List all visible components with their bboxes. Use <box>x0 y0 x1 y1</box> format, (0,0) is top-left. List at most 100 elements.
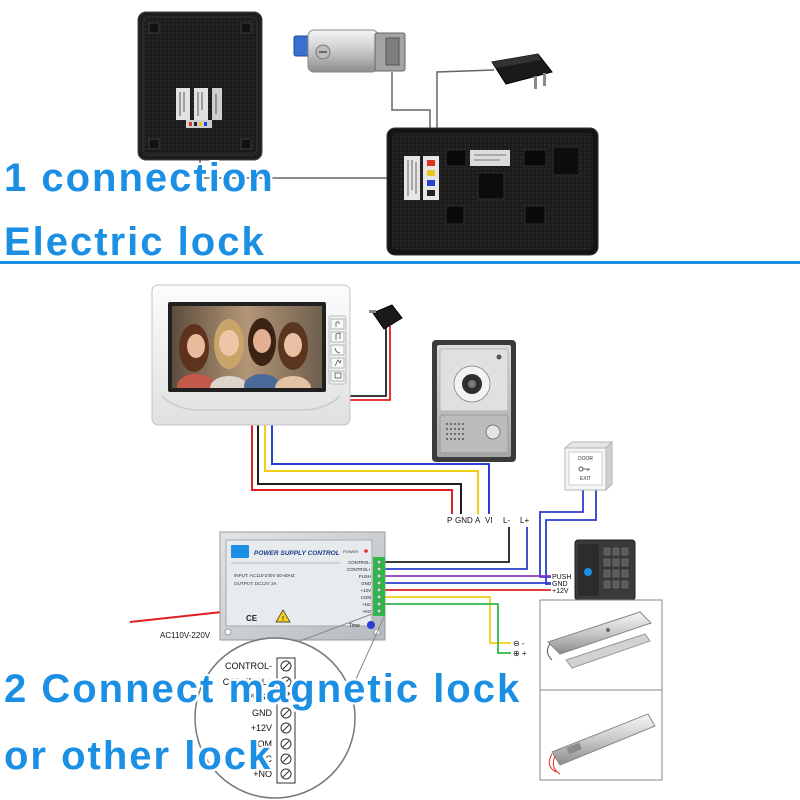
ce-mark: CE <box>246 614 258 623</box>
monitor-button-phone <box>330 344 345 356</box>
ac-input-wire <box>129 611 223 623</box>
monitor-icon <box>334 372 342 379</box>
power-adapter <box>369 304 403 330</box>
mount-pad <box>524 205 546 225</box>
power-adapter-top <box>491 53 553 89</box>
music-icon <box>335 332 341 340</box>
wire-vi <box>271 425 490 514</box>
time-knob <box>367 621 375 629</box>
plug-prong <box>543 73 546 86</box>
svg-text:!: ! <box>282 617 284 623</box>
terminal-label: GND <box>361 581 371 586</box>
wire-label: A <box>475 516 481 525</box>
lock-latch-bolt <box>385 37 400 66</box>
control-wires <box>385 490 597 654</box>
wire-label: GND <box>455 516 473 525</box>
mount-pad <box>477 172 505 200</box>
intercom-icon <box>334 359 342 367</box>
model-sticker <box>470 150 510 166</box>
adapter-wires <box>350 326 391 401</box>
plug-prong <box>369 310 376 313</box>
wire-exit-2 <box>545 490 597 585</box>
monitor-wire-labels: P GND A VI <box>447 516 493 525</box>
terminal-labels: CONTROL- CONTROL+ PUSH GND +12V COM +NC … <box>347 560 372 614</box>
exit-button-line2: EXIT <box>580 476 591 482</box>
keypad-wire-labels: PUSH GND +12V <box>552 574 571 595</box>
electric-lock <box>293 29 406 73</box>
wire-label: +12V <box>552 588 569 595</box>
wire-p <box>251 425 453 514</box>
terminal-label: CONTROL+ <box>347 567 371 572</box>
mount-pad <box>445 149 467 167</box>
lock-wire-labels: L- L+ <box>503 516 529 525</box>
wire-label: L+ <box>520 516 529 525</box>
wire-label: GND <box>552 581 568 588</box>
section-1-title: 1 connection <box>4 156 275 200</box>
power-supply-output: OUTPUT: DC12V 3A <box>234 581 278 586</box>
zoom-terminal-screws <box>280 660 292 780</box>
wire-a <box>264 425 479 514</box>
speaker-grille <box>446 423 464 440</box>
zoom-terminal-labels: CONTROL- CONTROL+ PUSH GND +12V COM +NC … <box>223 661 273 779</box>
mount-hole <box>148 138 160 150</box>
zoom-terminal-label: CONTROL- <box>225 661 272 671</box>
ac-input-label: AC110V-220V <box>160 631 211 640</box>
phone-icon <box>334 347 341 354</box>
mount-hole <box>240 22 252 34</box>
zoom-terminal-label: +12V <box>251 723 272 733</box>
wire-label: L- <box>503 516 510 525</box>
outdoor-camera-unit <box>432 340 516 462</box>
magnetic-lock-box <box>539 599 663 691</box>
brand-logo <box>231 545 249 558</box>
mount-pad <box>552 146 580 176</box>
wire-exit-1 <box>539 490 584 578</box>
wire-mag-2 <box>385 603 511 654</box>
section-2-subtitle: or other lock <box>4 734 273 778</box>
power-indicator-label: POWER <box>343 549 358 554</box>
monitor-button-music <box>330 331 345 343</box>
plug-prong <box>534 76 537 89</box>
power-supply-title: POWER SUPPLY CONTROL <box>254 550 340 557</box>
screen-photo <box>172 306 322 388</box>
zoom-terminal-block <box>276 657 296 784</box>
zoom-terminal-label: +NC <box>254 754 273 764</box>
keypad-keys <box>603 547 629 589</box>
wire-mag-1 <box>385 596 511 644</box>
wire-lock-minus <box>385 527 510 563</box>
bolt-lock-bolt <box>566 742 582 755</box>
wire-lock-plus <box>385 527 528 570</box>
lock-polarity-labels: ⊖ - ⊕ + <box>513 639 527 658</box>
zoom-terminal-label: +NO <box>253 769 272 779</box>
call-button <box>485 424 501 440</box>
polarity-label: ⊖ - <box>513 639 525 648</box>
key-icon <box>578 466 590 472</box>
terminal-label-plates <box>404 156 439 200</box>
video-monitor <box>151 284 351 426</box>
magnifier-pointer-line <box>299 613 385 689</box>
access-keypad <box>574 539 636 601</box>
monitor-button-unlock <box>330 318 345 330</box>
zoom-terminal-label: PUSH <box>247 692 272 702</box>
section-divider <box>0 261 800 264</box>
mount-pad <box>445 205 465 225</box>
zoom-terminal-label: COM <box>251 739 272 749</box>
indoor-monitor-rear <box>137 11 263 161</box>
magnetic-lock-armature <box>565 633 651 669</box>
zoom-terminal-label: CONTROL+ <box>223 677 272 687</box>
section-1-subtitle: Electric lock <box>4 220 266 264</box>
power-supply-input: INPUT: AC110-240V 50-60HZ <box>234 573 295 578</box>
wire-gnd <box>257 425 462 514</box>
bolt-lock-body <box>551 713 656 766</box>
ir-sensor <box>496 354 502 360</box>
terminal-label: PUSH <box>359 574 371 579</box>
warning-icon: ! <box>275 609 291 623</box>
wire-label: PUSH <box>552 574 571 581</box>
terminal-block <box>373 557 385 616</box>
mount-pad <box>523 149 547 167</box>
unlock-icon <box>335 321 340 327</box>
polarity-label: ⊕ + <box>513 649 527 658</box>
terminal-magnifier: CONTROL- CONTROL+ PUSH GND +12V COM +NC … <box>194 613 385 799</box>
monitor-button-intercom <box>330 357 345 369</box>
power-supply-case <box>225 539 373 627</box>
